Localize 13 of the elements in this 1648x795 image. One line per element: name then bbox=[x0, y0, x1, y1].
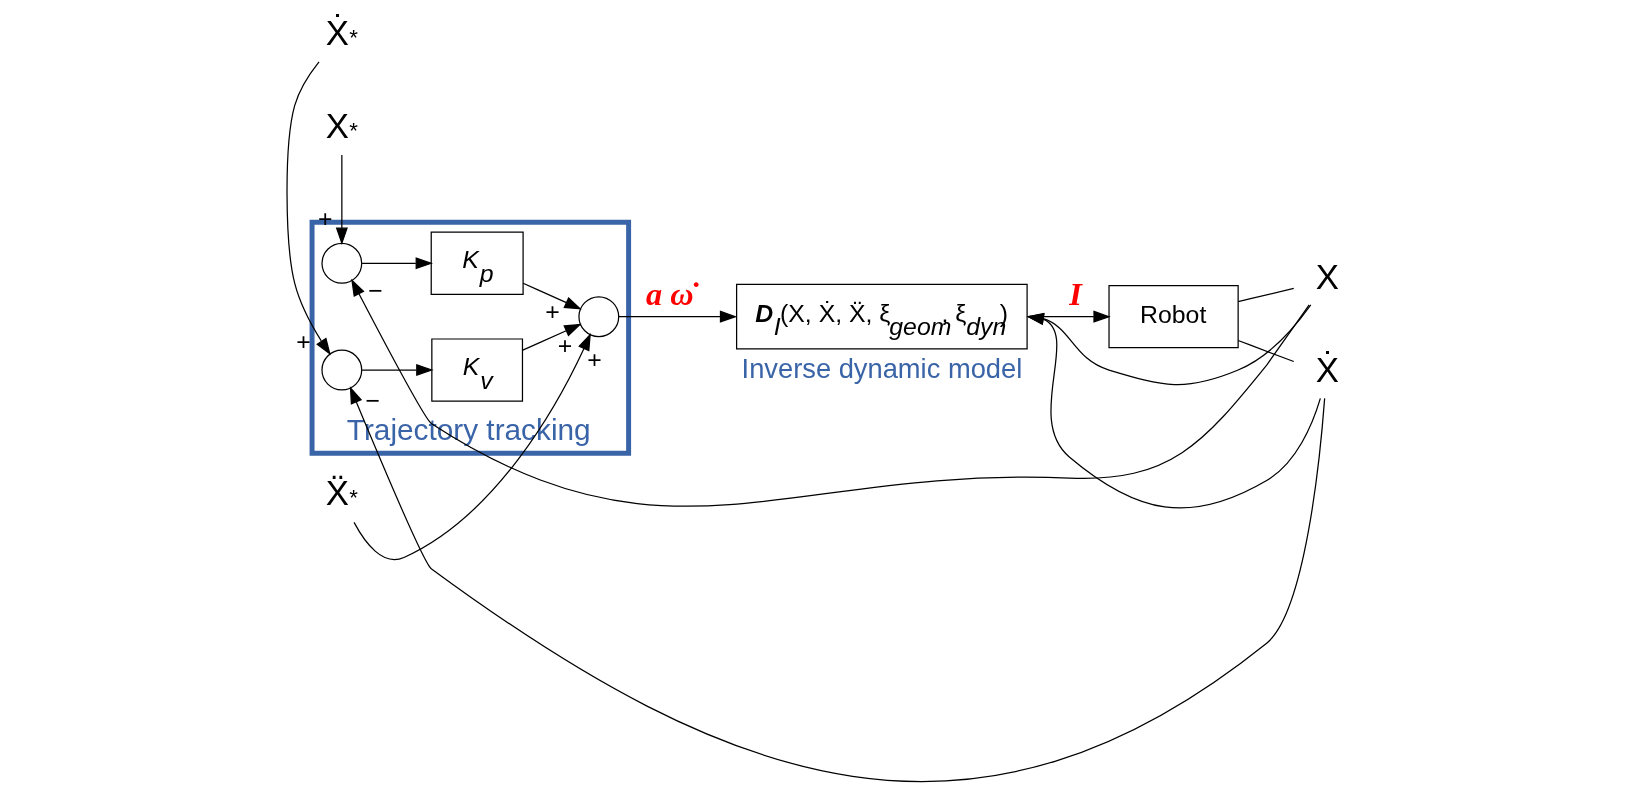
node-text: X bbox=[1315, 258, 1339, 297]
label: − bbox=[365, 386, 381, 414]
label: + bbox=[545, 298, 560, 326]
edge-label: I bbox=[1069, 276, 1082, 313]
label: + bbox=[557, 332, 573, 360]
label: + bbox=[296, 327, 311, 355]
node-text: Ẍ* bbox=[325, 474, 358, 513]
label: + bbox=[587, 345, 602, 373]
label: − bbox=[368, 277, 383, 305]
node-text: Ẋ* bbox=[325, 13, 358, 52]
node-text: Ẋ bbox=[1315, 351, 1339, 390]
node-label: Inverse dynamic model bbox=[741, 353, 1023, 385]
node-text: X* bbox=[325, 106, 358, 145]
